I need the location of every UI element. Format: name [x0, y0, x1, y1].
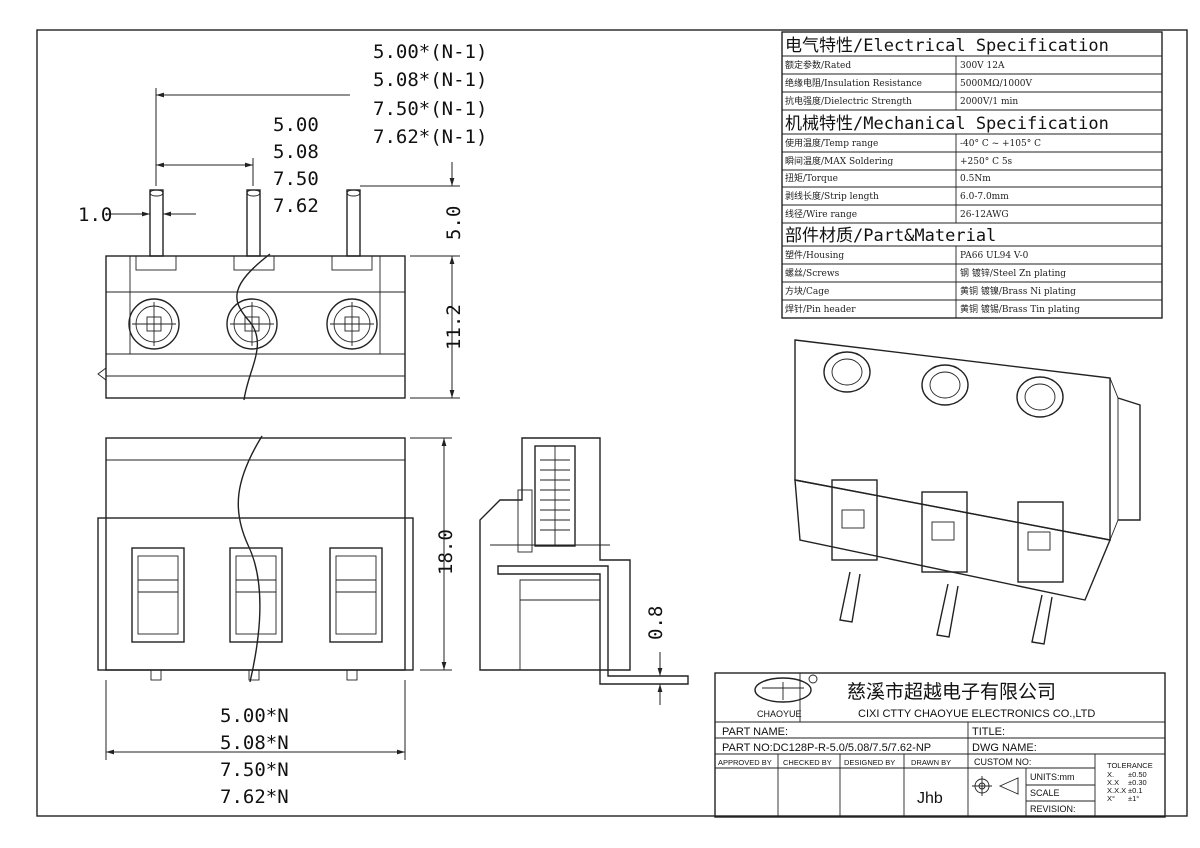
dim-pin-thickness: 0.8 [645, 606, 667, 640]
custom-no-label: CUSTOM NO: [974, 757, 1031, 767]
dim-body-height: 11.2 [443, 304, 465, 350]
spec-value: 0.5Nm [960, 174, 991, 184]
checked-by-label: CHECKED BY [783, 758, 832, 767]
mechanical-heading: 机械特性/Mechanical Specification [785, 114, 1109, 134]
drawn-by-value: Jhb [917, 790, 943, 807]
spec-label: 塑件/Housing [785, 249, 844, 261]
tolerance-value: ±1° [1128, 794, 1139, 803]
spec-label: 扭矩/Torque [785, 172, 838, 184]
screw-1 [128, 298, 180, 350]
units-label: UNITS:mm [1030, 772, 1075, 782]
spec-value: 26-12AWG [960, 210, 1009, 220]
spec-label: 额定参数/Rated [785, 59, 851, 71]
spec-table-grid [781, 31, 1163, 319]
electrical-heading: 电气特性/Electrical Specification [785, 36, 1109, 56]
spec-value: 300V 12A [960, 61, 1005, 71]
material-heading: 部件材质/Part&Material [785, 226, 996, 246]
dim-pitch-0: 5.00 [273, 114, 319, 136]
tolerance-key: X.X [1107, 778, 1119, 787]
title-label: TITLE: [972, 726, 1005, 738]
company-name-cn: 慈溪市超越电子有限公司 [847, 681, 1056, 703]
logo-text: CHAOYUE [757, 709, 802, 719]
cross-section-dimensions [612, 652, 665, 705]
spec-value: 2000V/1 min [960, 97, 1018, 107]
title-block-grid [714, 672, 1166, 818]
side-view-wire-entry [97, 435, 414, 683]
spec-value: 黄铜 镀镍/Brass Ni plating [960, 285, 1076, 297]
dim-pin-length: 5.0 [443, 206, 465, 240]
company-logo [754, 674, 818, 703]
spec-label: 瞬间温度/MAX Soldering [785, 155, 894, 167]
tolerance-value: ±0.1 [1128, 786, 1143, 795]
side-view-dimensions [105, 437, 452, 760]
dim-pitch-n1-1: 5.08*(N-1) [373, 69, 487, 91]
dim-pitch-3: 7.62 [273, 195, 319, 217]
dim-pitch-2: 7.50 [273, 168, 319, 190]
cross-section-view [479, 437, 689, 685]
spec-value: +250° C 5s [960, 157, 1013, 167]
spec-value: 黄铜 镀锡/Brass Tin plating [960, 303, 1080, 315]
screw-2 [226, 298, 278, 350]
dim-total-width-2: 7.50*N [220, 759, 289, 781]
tolerance-key: X.X.X [1107, 786, 1126, 795]
spec-label: 线径/Wire range [785, 208, 857, 220]
projection-symbol [972, 776, 1019, 796]
scale-label: SCALE [1030, 788, 1060, 798]
dim-total-width-3: 7.62*N [220, 786, 289, 808]
dim-total-width-1: 5.08*N [220, 732, 289, 754]
front-view-dimensions [108, 88, 460, 399]
tolerance-label: TOLERANCE [1107, 761, 1153, 770]
isometric-view [794, 339, 1141, 645]
spec-value: PA66 UL94 V-0 [960, 251, 1029, 261]
approved-by-label: APPROVED BY [718, 758, 772, 767]
spec-value: 5000MΩ/1000V [960, 79, 1033, 89]
drawing-border [36, 29, 1188, 817]
dim-total-height: 18.0 [435, 529, 457, 575]
dwg-name-label: DWG NAME: [972, 742, 1037, 754]
dim-pitch-1: 5.08 [273, 141, 319, 163]
dim-pitch-n1-2: 7.50*(N-1) [373, 98, 487, 120]
spec-label: 绝缘电阻/Insulation Resistance [785, 77, 922, 89]
designed-by-label: DESIGNED BY [844, 758, 895, 767]
company-name-en: CIXI CTTY CHAOYUE ELECTRONICS CO.,LTD [858, 708, 1095, 720]
spec-label: 剥线长度/Strip length [785, 190, 879, 202]
part-name-label: PART NAME: [722, 726, 788, 738]
spec-value: 6.0-7.0mm [960, 192, 1009, 202]
dim-total-width-0: 5.00*N [220, 705, 289, 727]
drawn-by-label: DRAWN BY [911, 758, 951, 767]
part-no-label: PART NO:DC128P-R-5.0/5.08/7.5/7.62-NP [722, 742, 931, 754]
spec-value: -40° C ~ +105° C [960, 139, 1041, 149]
dim-pin-width: 1.0 [78, 204, 112, 226]
spec-label: 螺丝/Screws [785, 267, 840, 279]
tolerance-value: ±0.30 [1128, 778, 1147, 787]
dim-pitch-n1-0: 5.00*(N-1) [373, 41, 487, 63]
spec-label: 方块/Cage [785, 285, 829, 297]
tolerance-key: X° [1107, 794, 1115, 803]
tolerance-value: ±0.50 [1128, 770, 1147, 779]
dim-pitch-n1-3: 7.62*(N-1) [373, 126, 487, 148]
spec-value: 钢 镀锌/Steel Zn plating [960, 267, 1066, 279]
spec-label: 焊针/Pin header [785, 303, 856, 315]
revision-label: REVISION: [1030, 804, 1076, 814]
spec-label: 使用温度/Temp range [785, 137, 878, 149]
front-view [97, 189, 406, 401]
screw-3 [326, 298, 378, 350]
spec-label: 抗电强度/Dielectric Strength [785, 95, 912, 107]
tolerance-key: X. [1107, 770, 1114, 779]
